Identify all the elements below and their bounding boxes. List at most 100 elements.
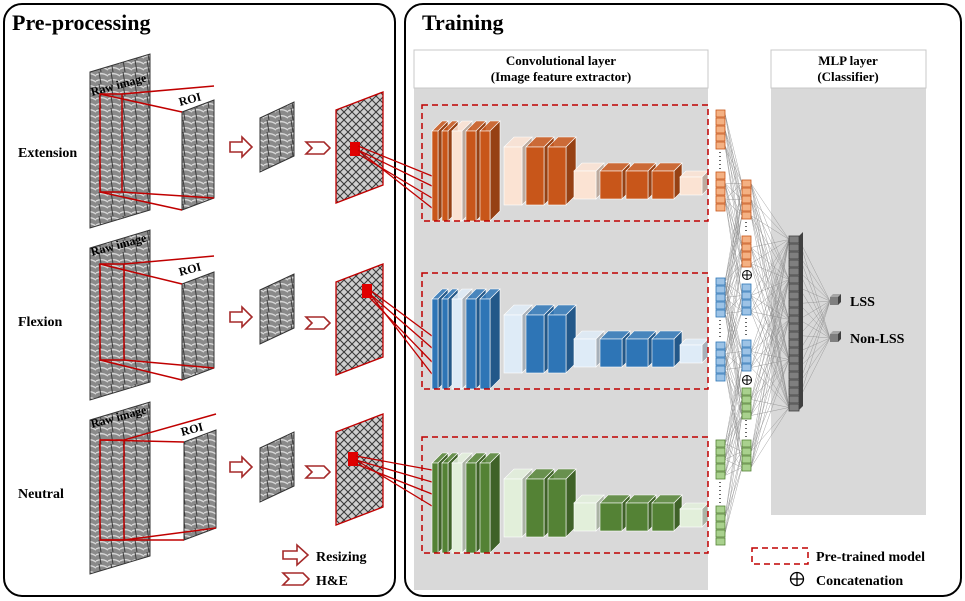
concat-vector-extension — [741, 235, 752, 268]
raw-image-extension — [89, 53, 151, 229]
mlp-node — [788, 347, 800, 356]
preprocessing-title: Pre-processing — [12, 10, 151, 35]
mlp-header-line1: MLP layer — [818, 53, 878, 68]
cnn-neutral — [431, 452, 709, 554]
conv-block — [573, 494, 605, 532]
row-label-extension: Extension — [18, 146, 77, 161]
roi-box — [99, 263, 125, 361]
conv-header-line1: Convolutional layer — [506, 53, 616, 68]
conv-block — [479, 288, 501, 390]
conv-block — [573, 330, 605, 368]
conv-block — [651, 162, 683, 200]
mlp-node — [788, 299, 800, 308]
conv-block — [547, 468, 577, 538]
roi-connector — [123, 527, 217, 541]
roi-connector — [121, 85, 215, 95]
feature-vectors — [715, 109, 752, 546]
mlp-node — [788, 243, 800, 252]
feature-vector-neutral — [715, 505, 726, 546]
mlp-node — [788, 395, 800, 404]
conv-block — [599, 494, 631, 532]
mlp-node — [788, 259, 800, 268]
roi-image-flexion — [181, 271, 215, 381]
resize-arrow-icon — [229, 455, 254, 479]
mlp-node — [788, 251, 800, 260]
roi-connector — [99, 93, 183, 113]
mlp-classifier — [788, 232, 841, 412]
resized-image-extension — [259, 101, 295, 173]
mlp-node — [788, 315, 800, 324]
conv-block — [599, 162, 631, 200]
concat-vector-flexion — [741, 283, 752, 316]
mlp-node — [788, 323, 800, 332]
conv-block — [625, 330, 657, 368]
pretrained-box-neutral — [421, 436, 709, 554]
conv-block — [573, 162, 605, 200]
chevron-arrow-icon — [304, 465, 332, 479]
roi-image-extension — [181, 99, 215, 211]
concat-vector-flexion — [741, 339, 752, 372]
mlp-node — [788, 275, 800, 284]
conv-block — [625, 494, 657, 532]
conv-block — [479, 120, 501, 222]
feature-vector-neutral — [715, 439, 726, 480]
output-node-non-lss — [830, 331, 841, 342]
legend-pretrained-swatch — [751, 547, 809, 565]
legend-concat: Concatenation — [816, 574, 903, 589]
mlp-node — [788, 355, 800, 364]
mlp-node — [788, 363, 800, 372]
row-label-flexion: Flexion — [18, 315, 63, 330]
chevron-arrow-icon — [281, 572, 311, 586]
roi-connector — [99, 191, 183, 211]
feature-vector-flexion — [715, 277, 726, 318]
conv-block — [651, 330, 683, 368]
chevron-arrow-icon — [304, 141, 332, 155]
mlp-node — [788, 339, 800, 348]
conv-block — [679, 170, 709, 196]
cnn-flexion — [431, 288, 709, 390]
row-label-neutral: Neutral — [18, 487, 64, 502]
he-patch — [348, 452, 358, 466]
chevron-arrow-icon — [304, 316, 332, 330]
pretrained-box-flexion — [421, 272, 709, 390]
conv-block — [547, 136, 577, 206]
conv-block — [625, 162, 657, 200]
conv-block — [679, 502, 709, 528]
preprocess-row-neutral: Raw image ROI — [89, 401, 384, 575]
roi-label: ROI — [179, 419, 205, 438]
roi-connector — [121, 191, 215, 199]
resize-arrow-icon — [229, 305, 254, 329]
mlp-layer-header — [770, 49, 927, 89]
mlp-node — [788, 387, 800, 396]
mlp-node — [788, 307, 800, 316]
mlp-node — [788, 235, 800, 244]
roi-label: ROI — [177, 259, 203, 278]
preprocess-row-flexion: Raw image ROI — [89, 229, 384, 401]
feature-vector-extension — [715, 171, 726, 212]
output-node-lss — [830, 294, 841, 305]
conv-layer-header — [413, 49, 709, 89]
resized-image-neutral — [259, 431, 295, 503]
conv-block — [679, 338, 709, 364]
resize-arrow-icon — [229, 135, 254, 159]
conv-block — [525, 304, 555, 374]
roi-connector — [123, 255, 215, 265]
mlp-node — [788, 331, 800, 340]
roi-image-neutral — [183, 429, 217, 541]
concat-vector-neutral — [741, 387, 752, 420]
fully-connected-lines — [724, 113, 831, 534]
mlp-node — [788, 283, 800, 292]
training-title: Training — [422, 10, 504, 35]
output-label-lss: LSS — [850, 295, 875, 310]
conv-block — [547, 304, 577, 374]
roi-connector — [123, 359, 215, 369]
he-image-neutral — [335, 413, 384, 526]
mlp-node — [788, 403, 800, 412]
he-patch — [350, 142, 360, 156]
roi-connector — [123, 413, 217, 441]
legend-pretrained: Pre-trained model — [816, 550, 925, 565]
mlp-node-side — [799, 232, 803, 410]
cnn-extension — [431, 120, 709, 222]
he-patch — [362, 284, 372, 298]
